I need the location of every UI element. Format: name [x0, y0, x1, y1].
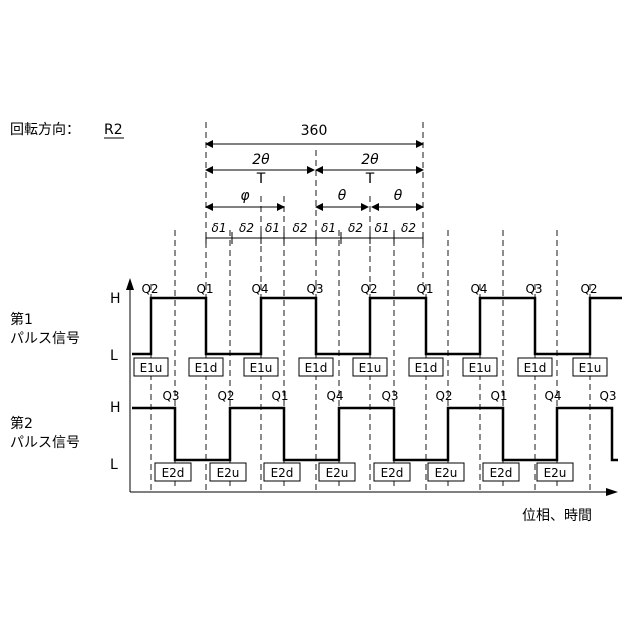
signal2-edge-labels: Q3 Q2 Q1 Q4 Q3 Q2 Q1 Q4 Q3	[162, 389, 616, 403]
signal1-edge-label: Q4	[470, 282, 487, 296]
delta-label: δ1	[265, 221, 280, 235]
dim-2theta-right-label: 2θ	[361, 152, 379, 168]
signal1-edge-label: Q1	[196, 282, 213, 296]
signal2-edge-label: Q4	[326, 389, 343, 403]
y-axis-arrow-icon	[126, 278, 134, 290]
delta-label: δ2	[348, 221, 363, 235]
dim-360-label: 360	[301, 123, 328, 139]
signal2-segment-label: E2u	[435, 466, 458, 480]
signal1-low-label: L	[110, 348, 118, 364]
delta-label: δ2	[293, 221, 308, 235]
signal2-segment-labels: E2d E2u E2d E2u E2d E2u E2d E2u	[155, 463, 573, 481]
signal2-edge-label: Q2	[217, 389, 234, 403]
dim-T-right-label: T	[365, 171, 375, 187]
signal2-segment-label: E2d	[162, 466, 185, 480]
delta-label: δ1	[375, 221, 390, 235]
delta-row: δ1 δ2 δ1 δ2 δ1 δ2 δ1 δ2	[206, 221, 423, 244]
delta-label: δ1	[321, 221, 336, 235]
signal1-segment-label: E1u	[140, 361, 163, 375]
dim-phi-label: φ	[240, 188, 250, 204]
signal1-segment-label: E1d	[415, 361, 438, 375]
direction-label: 回転方向：	[10, 122, 80, 138]
signal2-segment-label: E2d	[381, 466, 404, 480]
direction-value: R2	[104, 122, 123, 138]
signal2-title-line1: 第2	[10, 415, 33, 432]
dim-2theta-left-label: 2θ	[252, 152, 270, 168]
signal1-segment-label: E1d	[524, 361, 547, 375]
signal1-waveform	[132, 298, 622, 354]
signal1-edge-label: Q3	[306, 282, 323, 296]
x-axis-label: 位相、時間	[522, 508, 592, 524]
signal1-edge-label: Q4	[251, 282, 268, 296]
dimension-annotations: 360 2θ T 2θ T φ θ θ δ1 δ2 δ1 δ2 δ1 δ2 δ1 δ2	[206, 123, 423, 244]
signal1-edge-label: Q2	[141, 282, 158, 296]
signal2-edge-label: Q3	[162, 389, 179, 403]
signal1-high-label: H	[110, 291, 121, 307]
signal2-segment-label: E2u	[544, 466, 567, 480]
signal1-edge-label: Q2	[360, 282, 377, 296]
signal2-waveform	[132, 408, 618, 460]
signal2-edge-label: Q1	[490, 389, 507, 403]
dim-theta-left-label: θ	[338, 188, 347, 204]
signal2-edge-label: Q4	[544, 389, 561, 403]
signal1-edge-label: Q2	[580, 282, 597, 296]
signal2-segment-label: E2u	[217, 466, 240, 480]
delta-label: δ1	[212, 221, 227, 235]
signal1-segment-label: E1d	[305, 361, 328, 375]
signal2-segment-label: E2u	[326, 466, 349, 480]
signal1-segment-label: E1u	[250, 361, 273, 375]
signal2-edge-label: Q1	[271, 389, 288, 403]
signal1-segment-label: E1u	[579, 361, 602, 375]
signal2-segment-label: E2d	[271, 466, 294, 480]
signal1-title-line1: 第1	[10, 311, 33, 328]
x-axis-arrow-icon	[606, 488, 618, 496]
signal1-segment-labels: E1u E1d E1u E1d E1u E1d E1u E1d E1u	[134, 358, 607, 376]
signal1-edge-label: Q1	[416, 282, 433, 296]
signal1-segment-label: E1u	[359, 361, 382, 375]
dim-T-left-label: T	[256, 171, 266, 187]
delta-label: δ2	[239, 221, 254, 235]
signal2-edge-label: Q2	[435, 389, 452, 403]
signal1-title-line2: パルス信号	[10, 331, 80, 347]
signal2-segment-label: E2d	[490, 466, 513, 480]
delta-label: δ2	[401, 221, 416, 235]
signal2-title-line2: パルス信号	[10, 435, 80, 451]
signal1-segment-label: E1d	[195, 361, 218, 375]
signal1-edge-labels: Q2 Q1 Q4 Q3 Q2 Q1 Q4 Q3 Q2	[141, 282, 597, 296]
signal1-edge-label: Q3	[525, 282, 542, 296]
signal2-edge-label: Q3	[599, 389, 616, 403]
signal2-low-label: L	[110, 457, 118, 473]
dim-theta-right-label: θ	[394, 188, 403, 204]
signal2-high-label: H	[110, 400, 121, 416]
signal1-segment-label: E1u	[469, 361, 492, 375]
signal2-edge-label: Q3	[381, 389, 398, 403]
